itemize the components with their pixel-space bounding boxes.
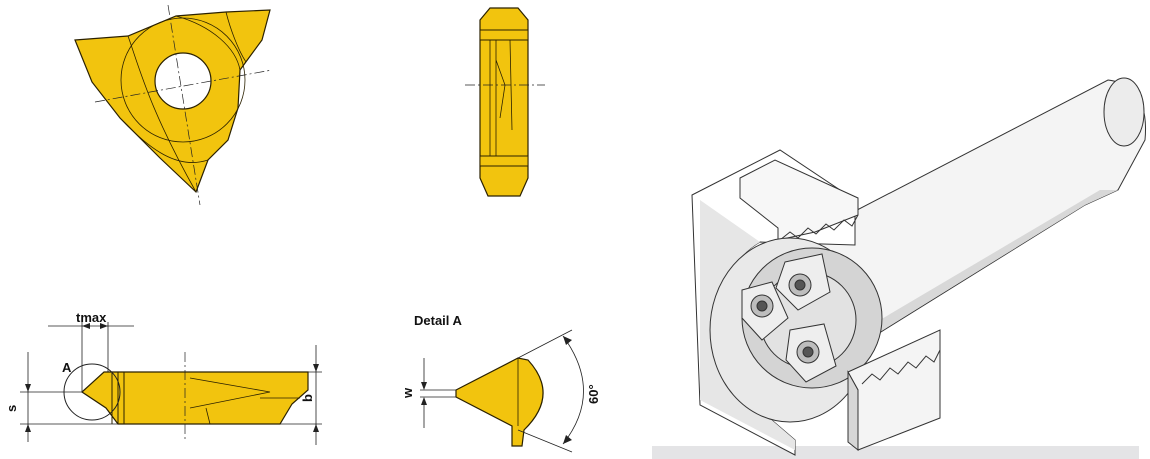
detail-a-view [420,329,584,453]
detail-a-dims [420,329,584,453]
baseline-bar [652,446,1139,459]
insert-side-body [479,7,529,197]
insert-side-top-band [479,29,529,41]
detail-a-title: Detail A [414,313,463,328]
shaft-end [1103,77,1145,147]
upper-block [739,159,859,241]
insert-top-centerlines [94,4,273,206]
detail-a-body [455,357,544,447]
insert-front-view [63,352,309,440]
upper-thread [779,214,859,241]
insert-side-bottom-band [479,155,529,167]
tmax-label: tmax [76,310,107,325]
milling-illustration [652,77,1147,459]
w-label: w [400,387,415,399]
lower-block-side [847,370,859,452]
insert-top-edge-lines [119,11,247,193]
s-label: s [4,405,19,412]
insert-side-edges [489,39,513,156]
insert-top-view [74,4,273,206]
dimensions-front-view [20,322,322,445]
insert-side-view [465,7,545,197]
b-label: b [300,394,315,402]
angle-label: 60° [586,384,601,404]
lower-thread [861,349,941,385]
a-marker-label: A [62,360,72,375]
insert-top-ring [120,17,246,143]
workpiece-shade [700,200,795,450]
insert-front-edges [189,377,300,425]
